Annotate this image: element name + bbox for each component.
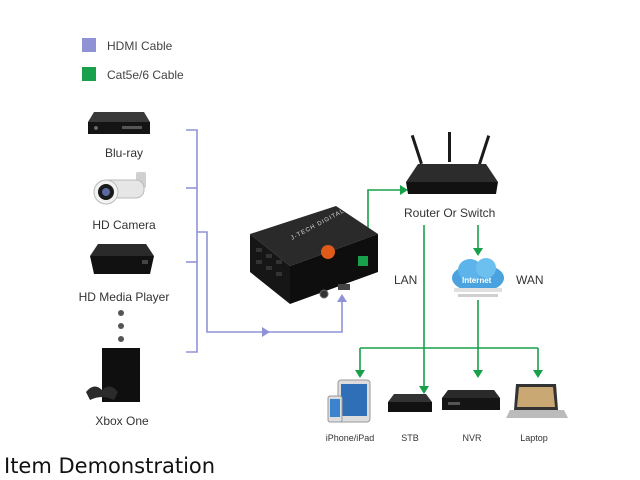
hdmi-lines [186, 129, 343, 353]
hdmi-arrow-head [262, 327, 270, 337]
dest-label-stb: STB [401, 433, 419, 443]
media-player-icon [90, 244, 154, 274]
router-icon [406, 132, 498, 194]
item-demonstration-caption: Item Demonstration [4, 454, 216, 478]
cat-arrowheads [355, 185, 543, 394]
source-label-hd-camera: HD Camera [92, 218, 156, 232]
dest-label-laptop: Laptop [520, 433, 548, 443]
dest-label-nvr: NVR [462, 433, 482, 443]
hdmi-arrow-up [337, 294, 347, 302]
dest-label-iphone: iPhone/iPad [325, 433, 375, 443]
hdmi-legend-swatch [82, 38, 96, 52]
security-camera-icon [93, 172, 146, 205]
internet-cloud-label: Internet [462, 276, 492, 285]
bluray-player-icon [88, 112, 150, 134]
phone-tablet-icon [327, 379, 371, 423]
set-top-box-icon [388, 394, 432, 412]
xbox-console-icon [86, 348, 140, 402]
source-label-bluray: Blu-ray [104, 146, 143, 160]
hdmi-legend-label: HDMI Cable [107, 39, 173, 53]
cat-legend-label: Cat5e/6 Cable [107, 68, 184, 82]
hdmi-encoder-icon [250, 206, 378, 304]
source-label-xbox: Xbox One [95, 414, 149, 428]
nvr-recorder-icon [442, 390, 500, 410]
source-label-media-player: HD Media Player [78, 290, 170, 304]
wan-label: WAN [516, 273, 544, 287]
more-sources-dots [118, 310, 126, 342]
cat-legend-swatch [82, 67, 96, 81]
router-label: Router Or Switch [404, 206, 496, 220]
lan-label: LAN [394, 273, 418, 287]
internet-cloud-icon [452, 258, 504, 297]
laptop-icon [506, 384, 568, 418]
